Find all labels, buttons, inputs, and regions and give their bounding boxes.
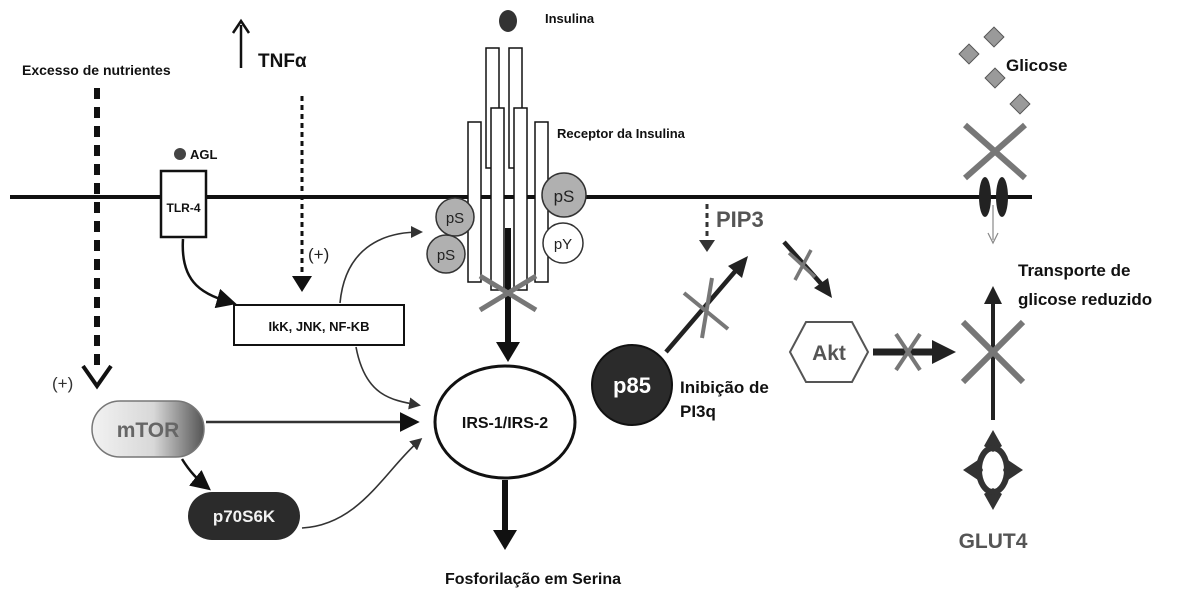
ikk-to-receptor-arrow — [339, 226, 423, 304]
py-label: pY — [554, 236, 572, 253]
p70-label: p70S6K — [213, 507, 276, 526]
ikk-box — [233, 304, 405, 346]
glut4-channel — [979, 177, 1008, 245]
mtor-to-p70-arrow — [180, 458, 211, 491]
inibicao-label: Inibição de — [680, 378, 769, 397]
mtor-node — [91, 400, 205, 458]
glicose-label: Glicose — [1006, 56, 1067, 75]
ps1-label: pS — [446, 210, 464, 227]
insulin-molecule — [499, 10, 517, 32]
block-x-glicose — [963, 122, 1027, 181]
akt-node — [788, 321, 870, 383]
ps-site-3 — [541, 172, 587, 218]
ps-site-2 — [426, 234, 466, 274]
block-x-receptor — [478, 273, 538, 313]
glut4-vesicle — [963, 430, 1023, 510]
irs-label: IRS-1/IRS-2 — [462, 415, 548, 432]
agl-dot — [174, 148, 186, 160]
fosfo-label: Fosforilação em Serina — [445, 571, 621, 588]
glut-up-arrowhead — [984, 286, 1002, 304]
block-x-akt-out — [894, 332, 922, 372]
p85-node — [591, 344, 673, 426]
excesso-label: Excesso de nutrientes — [22, 62, 171, 78]
insulina-label: Insulina — [545, 11, 595, 26]
tlr4-box — [159, 169, 208, 239]
p70-to-irs-arrow — [301, 438, 423, 529]
block-x-p85 — [682, 277, 730, 339]
ps-site-1 — [435, 197, 475, 237]
pip3-dashed-arrowhead — [699, 240, 715, 252]
transporte-label-2: glicose reduzido — [1018, 290, 1152, 309]
pip3-label: PIP3 — [716, 207, 764, 232]
ikk-to-irs-arrow — [355, 346, 421, 410]
ps3-label: pS — [554, 187, 575, 206]
p70-node — [188, 492, 300, 540]
p85-label: p85 — [613, 373, 651, 398]
tlr4-label: TLR-4 — [167, 201, 201, 215]
mtor-label: mTOR — [117, 419, 180, 442]
tlr4-to-ikk-arrow — [181, 238, 237, 309]
glut4-label: GLUT4 — [959, 530, 1028, 553]
agl-label: AGL — [190, 147, 218, 162]
receptor-to-irs-arrowhead — [496, 342, 520, 362]
py-site — [542, 222, 584, 264]
p85-to-pip3-arrowhead — [728, 256, 748, 278]
glucose-molecules — [958, 26, 1031, 115]
tnf-label: TNFα — [258, 51, 307, 72]
block-x-akt — [787, 249, 817, 281]
plus-left-label: (+) — [52, 374, 73, 393]
pi3q-label: PI3q — [680, 402, 716, 421]
tnf-up-arrowhead — [231, 18, 251, 34]
block-x-glut — [960, 319, 1026, 385]
tnf-arrowhead — [292, 276, 312, 292]
ps2-label: pS — [437, 247, 455, 264]
irs-down-arrowhead — [493, 530, 517, 550]
akt-to-glut-arrowhead — [932, 340, 956, 364]
transporte-label-1: Transporte de — [1018, 261, 1130, 280]
plus-mid-label: (+) — [308, 245, 329, 264]
ikk-label: IkK, JNK, NF-KB — [268, 319, 369, 334]
receptor-label: Receptor da Insulina — [557, 126, 686, 141]
irs-node — [433, 364, 577, 480]
pip3-to-akt-arrowhead — [814, 278, 832, 298]
excesso-arrowhead — [81, 364, 113, 390]
akt-label: Akt — [812, 342, 846, 365]
